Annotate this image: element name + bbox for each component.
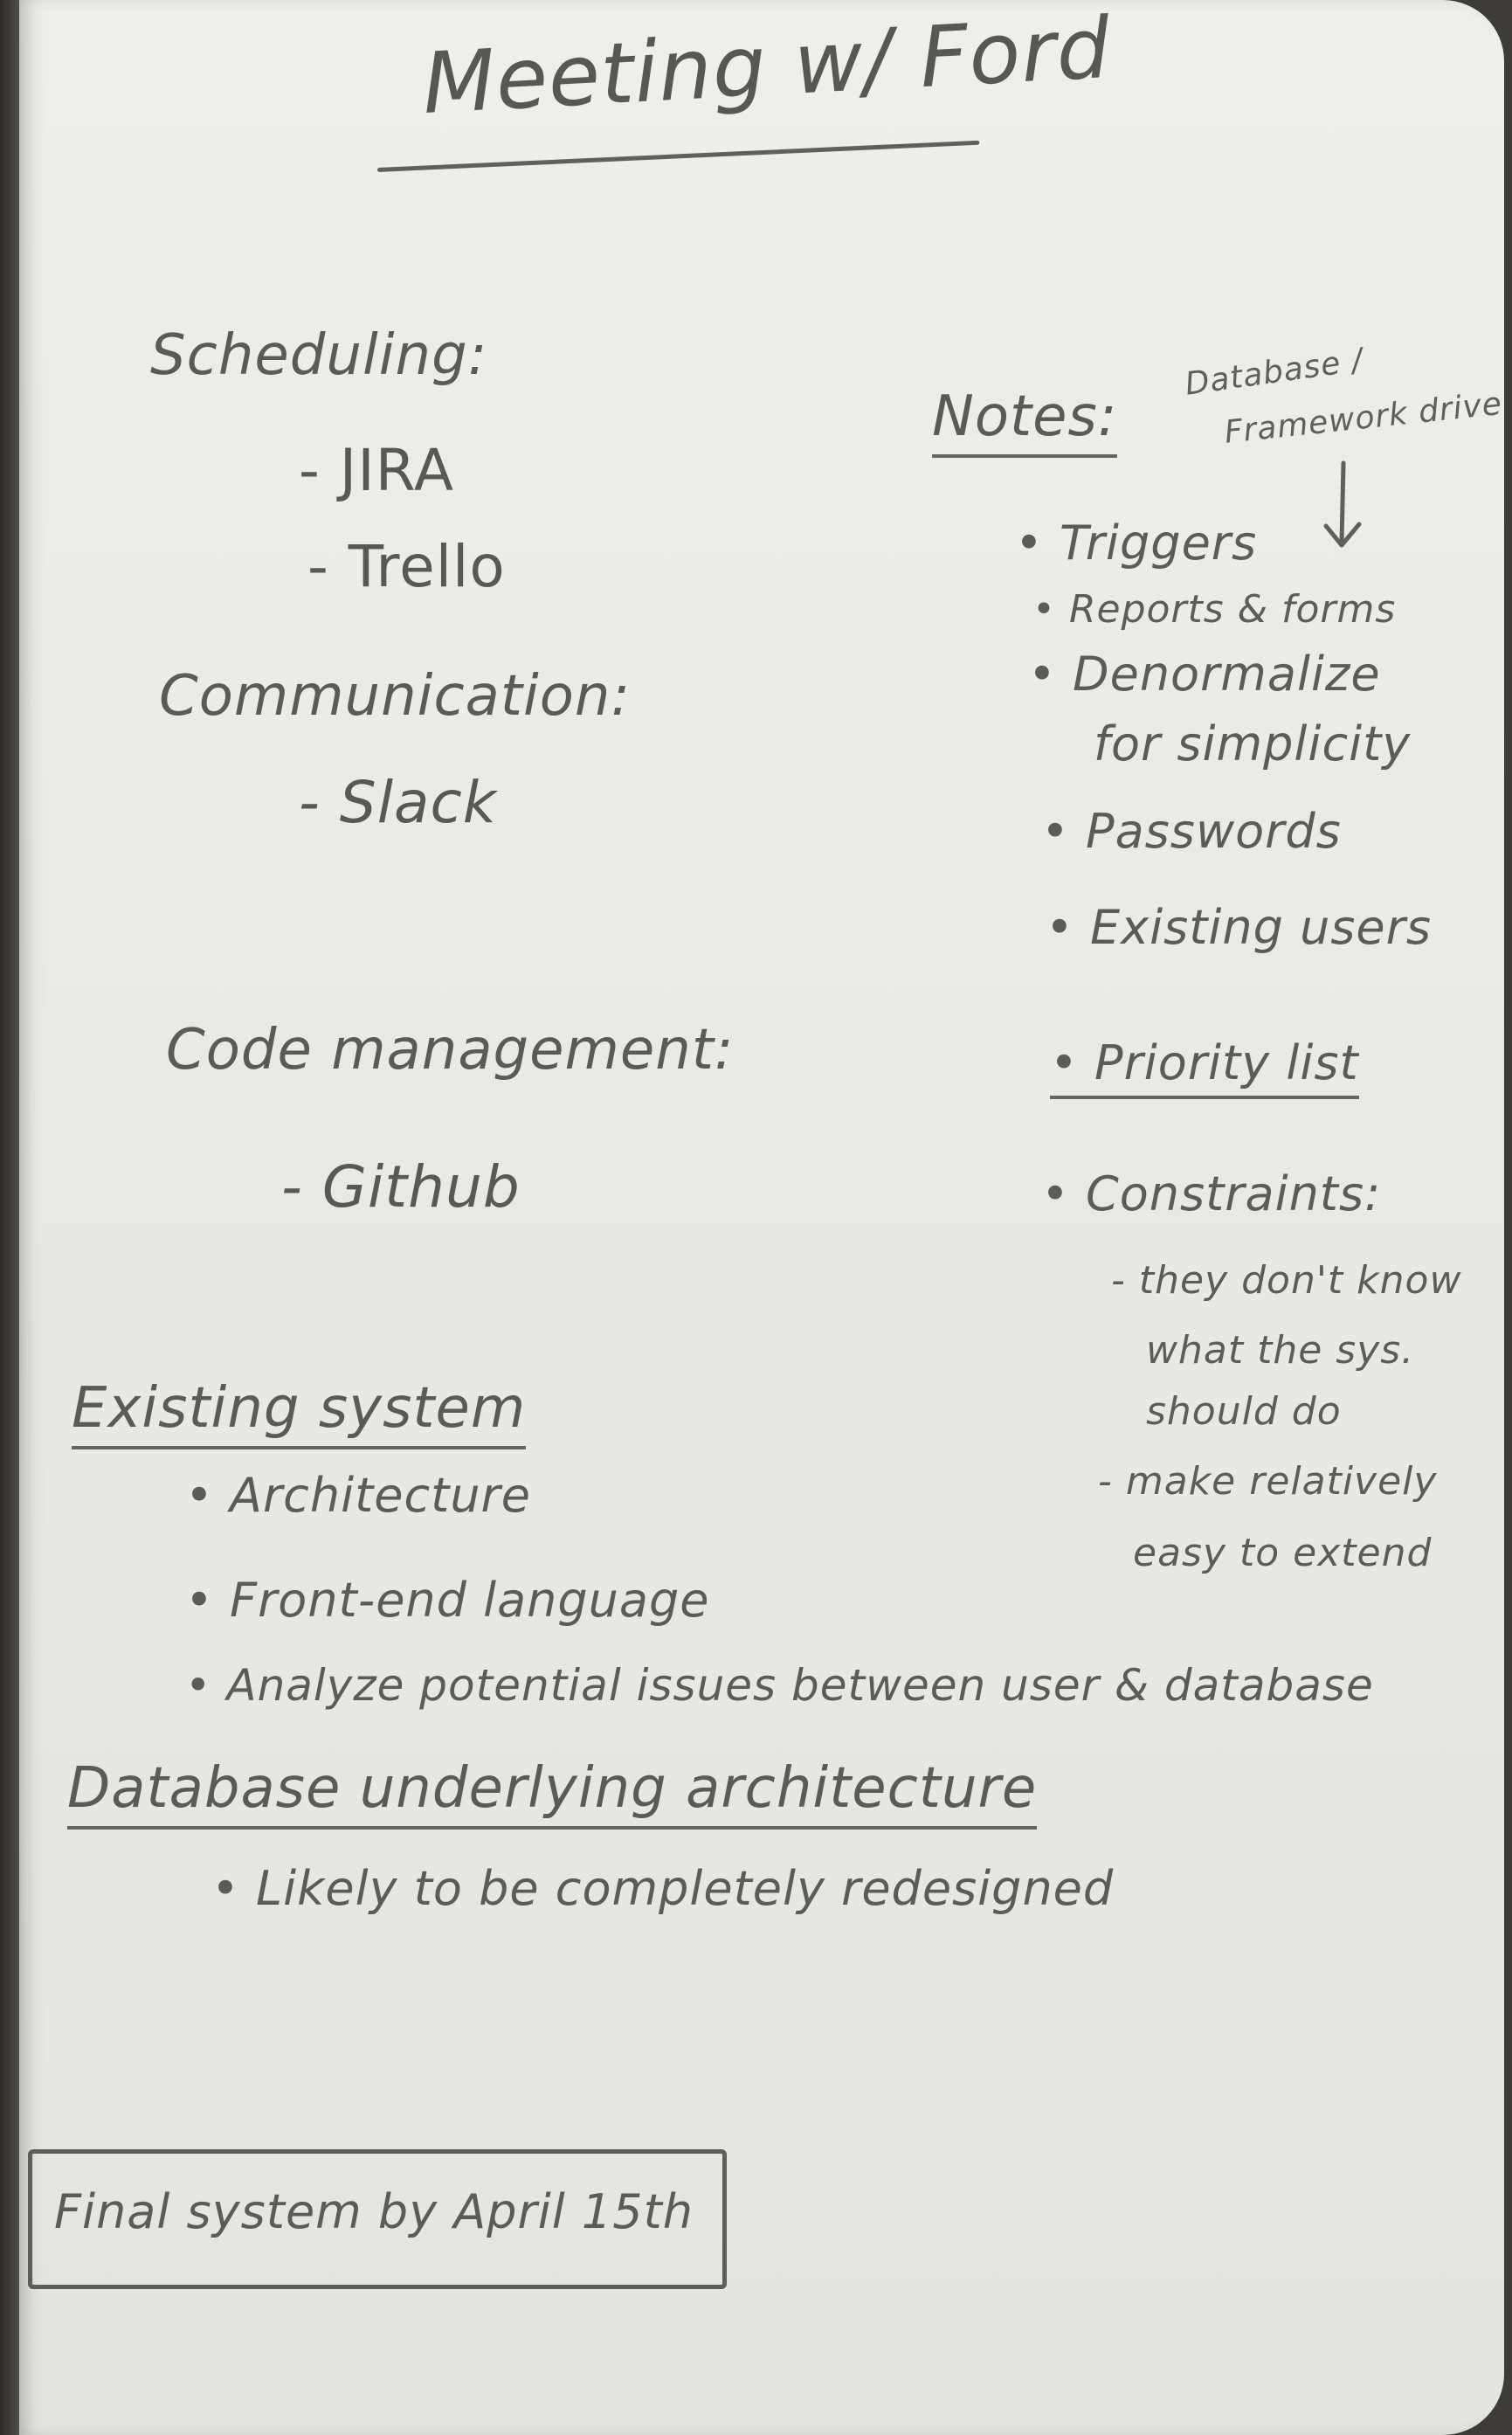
note-denormalize-cont: for simplicity [1094,716,1412,771]
existing-system-item-front-end: • Front-end language [185,1573,710,1628]
scheduling-item-jira: - JIRA [299,437,455,504]
existing-system-item-analyze: • Analyze potential issues between user … [185,1660,1374,1711]
existing-system-item-architecture: • Architecture [185,1468,531,1523]
note-reports-forms: • Reports & forms [1032,587,1397,632]
code-management-heading: Code management: [166,1018,735,1083]
database-heading: Database underlying architecture [67,1756,1038,1830]
constraint-line-1: - they don't know [1111,1258,1462,1303]
note-denormalize: • Denormalize [1028,647,1381,702]
constraint-line-2: what the sys. [1146,1328,1415,1373]
down-arrow-icon [1323,460,1362,548]
code-management-item-github: - Github [281,1153,521,1221]
existing-system-heading: Existing system [72,1376,527,1449]
note-triggers: • Triggers [1015,515,1258,571]
note-priority-list: • Priority list [1050,1035,1359,1099]
note-passwords: • Passwords [1041,804,1342,859]
notebook-page: Meeting w/ Ford Scheduling: - JIRA - Tre… [19,0,1504,2435]
deadline-text: Final system by April 15th [54,2184,694,2239]
page-title: Meeting w/ Ford [420,0,1114,133]
notes-annotation-line-1: Database / [1183,342,1366,403]
notes-annotation-line-2: Framework driven [1222,384,1504,451]
constraint-line-5: easy to extend [1133,1531,1433,1575]
scheduling-heading: Scheduling: [150,323,488,388]
scheduling-item-trello: - Trello [307,533,506,600]
constraint-line-4: - make relatively [1098,1459,1438,1504]
database-item-redesigned: • Likely to be completely redesigned [211,1861,1115,1916]
communication-item-slack: - Slack [299,769,497,836]
title-underline [376,140,980,172]
communication-heading: Communication: [159,664,631,729]
notes-heading: Notes: [932,384,1118,458]
deadline-box [28,2149,727,2289]
constraint-line-3: should do [1146,1389,1342,1434]
note-existing-users: • Existing users [1046,900,1432,955]
note-constraints: • Constraints: [1041,1166,1382,1221]
